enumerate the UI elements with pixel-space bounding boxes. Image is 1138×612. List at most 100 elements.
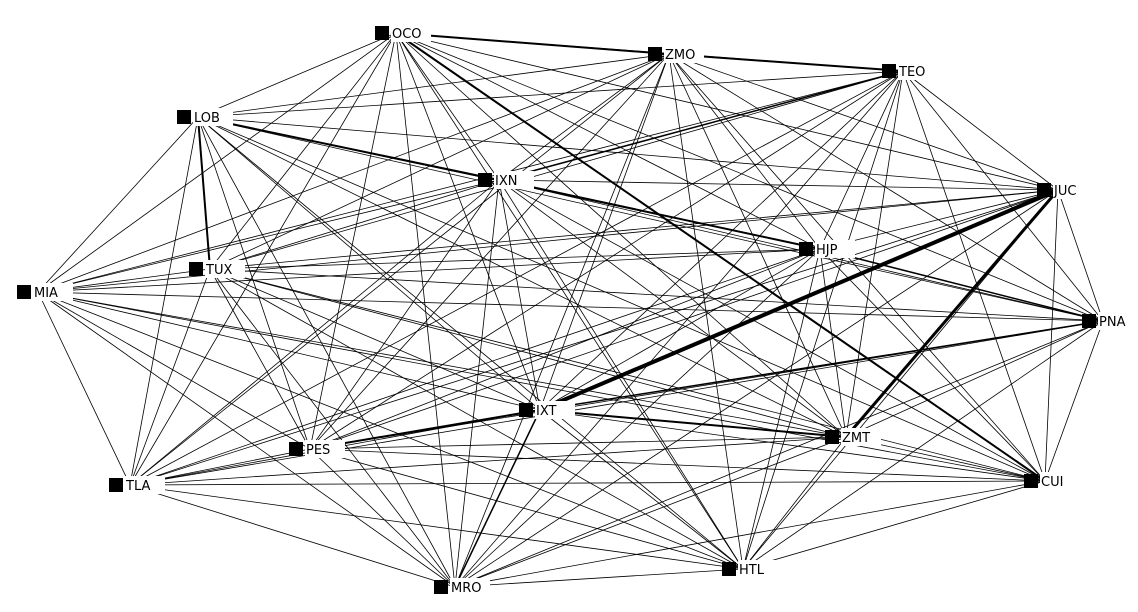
edge-pna-htl [742,320,1104,570]
nodes-layer: OCO ZMO TEO LOB IXN JUC HJP TUX MIA PNA IXT ZMT PES T… [17,24,1138,596]
edge-lob-pna [197,116,1104,322]
edge-pes-cui [309,448,1046,482]
edge-zmt-tla [129,436,847,486]
edge-zmo-pna [668,53,1104,322]
edge-oco-lob [197,32,397,118]
node-ixt[interactable]: IXT [519,401,575,419]
edge-teo-tux [209,70,904,270]
edge-mia-cui [37,291,1046,482]
edge-teo-hjp [819,70,904,250]
edge-mia-zmt [37,291,847,438]
edge-htl-mro [454,568,744,588]
node-zmo[interactable]: ZMO [648,45,704,63]
edge-ixt-mro [454,409,541,588]
edge-oco-pes [309,32,397,450]
node-tla[interactable]: TLA [109,476,165,494]
edge-pes-htl [309,448,744,570]
edge-teo-juc [902,70,1059,191]
edge-zmo-tla [129,53,670,486]
edge-lob-zmt [197,116,847,438]
node-mro[interactable]: MRO [434,578,490,596]
node-label-background [664,45,704,63]
node-mia[interactable]: MIA [17,283,73,301]
edge-juc-htl [742,189,1059,570]
node-marker [375,26,389,40]
edge-pes-mro [309,448,456,588]
node-pes[interactable]: PES [289,440,345,458]
node-label: HJP [816,243,838,258]
edge-mia-tla [37,291,131,486]
node-label-background [898,62,938,80]
node-label: IXT [536,404,557,419]
node-marker [882,64,896,78]
node-label: CUI [1041,475,1063,490]
edge-oco-juc [395,32,1059,191]
node-htl[interactable]: HTL [722,560,778,578]
edge-oco-ixn [395,32,500,181]
edge-lob-pes [197,116,311,450]
edge-tux-mro [209,268,456,588]
edge-zmo-tux [209,53,670,270]
edge-teo-htl [742,70,904,570]
edge-zmo-zmt [668,53,847,438]
edge-zmo-teo [668,53,904,72]
edge-zmo-juc [668,53,1059,191]
edge-tux-pes [209,268,311,450]
node-marker [722,562,736,576]
edge-tla-cui [129,480,1046,486]
edge-zmo-hjp [668,53,821,250]
edge-teo-ixn [498,70,904,181]
edge-ixn-pes [309,179,500,450]
edge-oco-tla [129,32,397,486]
edge-lob-juc [197,116,1059,191]
node-zmt[interactable]: ZMT [825,428,881,446]
edge-ixt-pes [309,409,541,450]
node-label-background [125,476,165,494]
node-label-background [1098,312,1138,330]
edge-ixn-juc [498,179,1059,191]
edge-ixn-zmt [498,179,847,438]
edge-oco-hjp [395,32,821,250]
edge-zmo-cui [668,53,1046,482]
edge-hjp-zmt [819,248,847,438]
edge-hjp-tla [129,248,821,486]
node-label: MIA [34,286,58,301]
edge-oco-cui [395,32,1046,482]
edge-tla-htl [129,484,744,570]
node-ixn[interactable]: IXN [478,171,534,189]
edge-lob-mro [197,116,456,588]
edge-mia-pes [37,291,311,450]
node-marker [289,442,303,456]
edge-tux-cui [209,268,1046,482]
node-hjp[interactable]: HJP [799,240,855,258]
edge-ixn-mia [37,179,500,293]
edge-juc-mro [454,189,1059,588]
edge-hjp-pna [819,248,1104,322]
edge-tux-pna [209,268,1104,322]
node-cui[interactable]: CUI [1024,472,1080,490]
edge-zmt-pes [309,436,847,450]
edge-hjp-mia [37,248,821,293]
node-marker [519,403,533,417]
node-label-background [1053,181,1093,199]
edge-ixn-tux [209,179,500,270]
node-tux[interactable]: TUX [189,260,245,278]
node-label-background [494,171,534,189]
node-lob[interactable]: LOB [177,108,233,126]
edge-tux-ixt [209,268,541,411]
node-marker [177,110,191,124]
node-label: HTL [739,563,765,578]
edge-teo-zmt [845,70,904,438]
node-pna[interactable]: PNA [1082,312,1138,330]
edge-zmo-mia [37,53,670,293]
node-label-background [815,240,855,258]
edge-teo-pna [902,70,1104,322]
edge-teo-mia [37,70,904,293]
edge-teo-cui [902,70,1046,482]
node-marker [109,478,123,492]
node-oco[interactable]: OCO [375,24,431,42]
node-juc[interactable]: JUC [1037,181,1093,199]
node-teo[interactable]: TEO [882,62,938,80]
edge-ixt-zmt [539,409,847,438]
edge-cui-mro [454,480,1046,588]
